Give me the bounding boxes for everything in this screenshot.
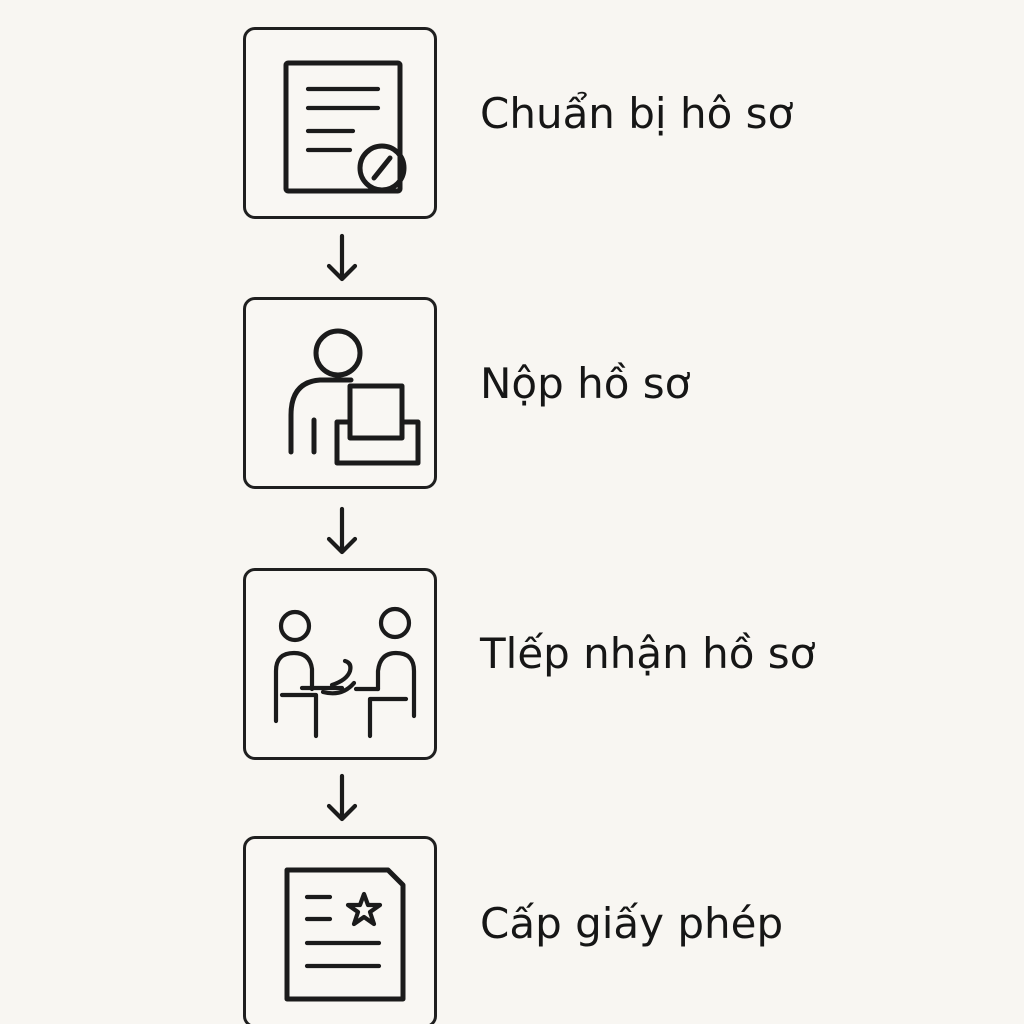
step-2-label: Nộp hồ sơ [480, 359, 691, 408]
arrow-down-icon [326, 233, 358, 282]
step-2-box [243, 297, 437, 489]
step-3-label: Tlếp nhận hồ sơ [480, 629, 816, 678]
step-3-box [243, 568, 437, 760]
step-1-label: Chuẩn bị hô sơ [480, 89, 794, 138]
person-submit-icon [288, 328, 421, 466]
step-4-label: Cấp giấy phép [480, 899, 784, 948]
arrow-down-icon [326, 773, 358, 822]
handover-icon [273, 606, 417, 739]
certificate-star-icon [284, 867, 406, 1002]
step-4-box [243, 836, 437, 1024]
arrow-down-icon [326, 506, 358, 555]
document-icon [283, 60, 407, 194]
step-1-box [243, 27, 437, 219]
